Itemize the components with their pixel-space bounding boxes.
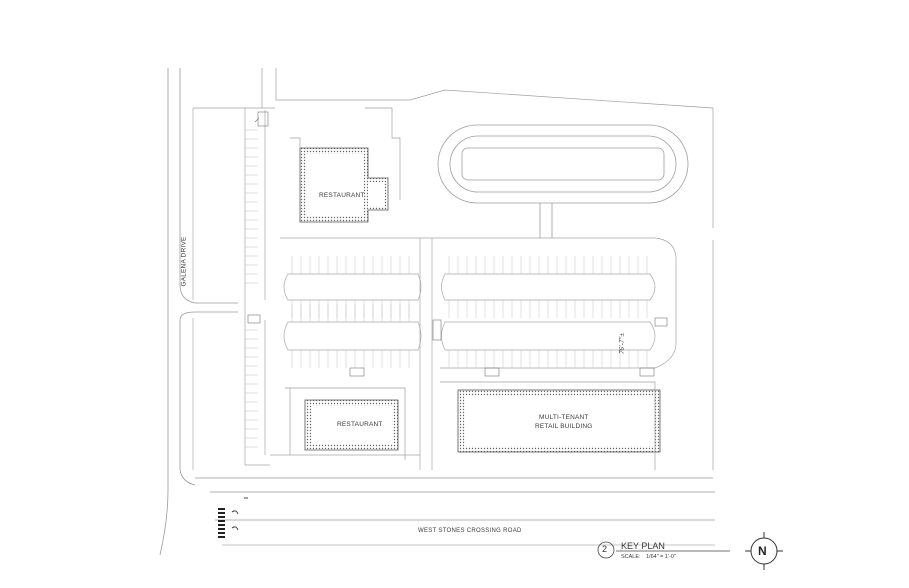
- galena-drive-label: GALENA DRIVE: [180, 236, 188, 287]
- property-boundary: [193, 68, 714, 470]
- retail-building-label-line1: MULTI-TENANT: [539, 414, 589, 421]
- key-plan-block: [597, 541, 730, 559]
- north-arrow-letter: N: [758, 544, 767, 558]
- north-arrow: [745, 532, 783, 570]
- north-restaurant-label: RESTAURANT: [319, 192, 365, 199]
- north-restaurant-building: [290, 107, 401, 223]
- turn-arrows: [231, 497, 248, 531]
- site-details: [247, 111, 668, 377]
- south-restaurant-building: [285, 387, 406, 460]
- crosswalk: [218, 508, 225, 538]
- retail-building-label-line2: RETAIL BUILDING: [535, 423, 593, 430]
- key-plan-scale-value: 1/64" = 1'-0": [646, 554, 676, 560]
- drive-thru-loop: [437, 124, 689, 238]
- galena-drive-road: [159, 68, 238, 556]
- key-plan-title: KEY PLAN: [621, 541, 665, 551]
- south-restaurant-label: RESTAURANT: [337, 421, 383, 428]
- stones-crossing-label: WEST STONES CROSSING ROAD: [418, 528, 522, 534]
- key-plan-number: 2: [602, 544, 608, 554]
- retail-building: [440, 381, 661, 470]
- parking-row-north: [283, 273, 656, 351]
- parking-stalls: [245, 129, 648, 448]
- key-plan-scale-label: SCALE:: [621, 554, 641, 560]
- west-stones-crossing-road: [195, 477, 715, 546]
- dimension-label: 76'-7"±: [618, 332, 626, 354]
- parking-lot-outline: [244, 108, 677, 470]
